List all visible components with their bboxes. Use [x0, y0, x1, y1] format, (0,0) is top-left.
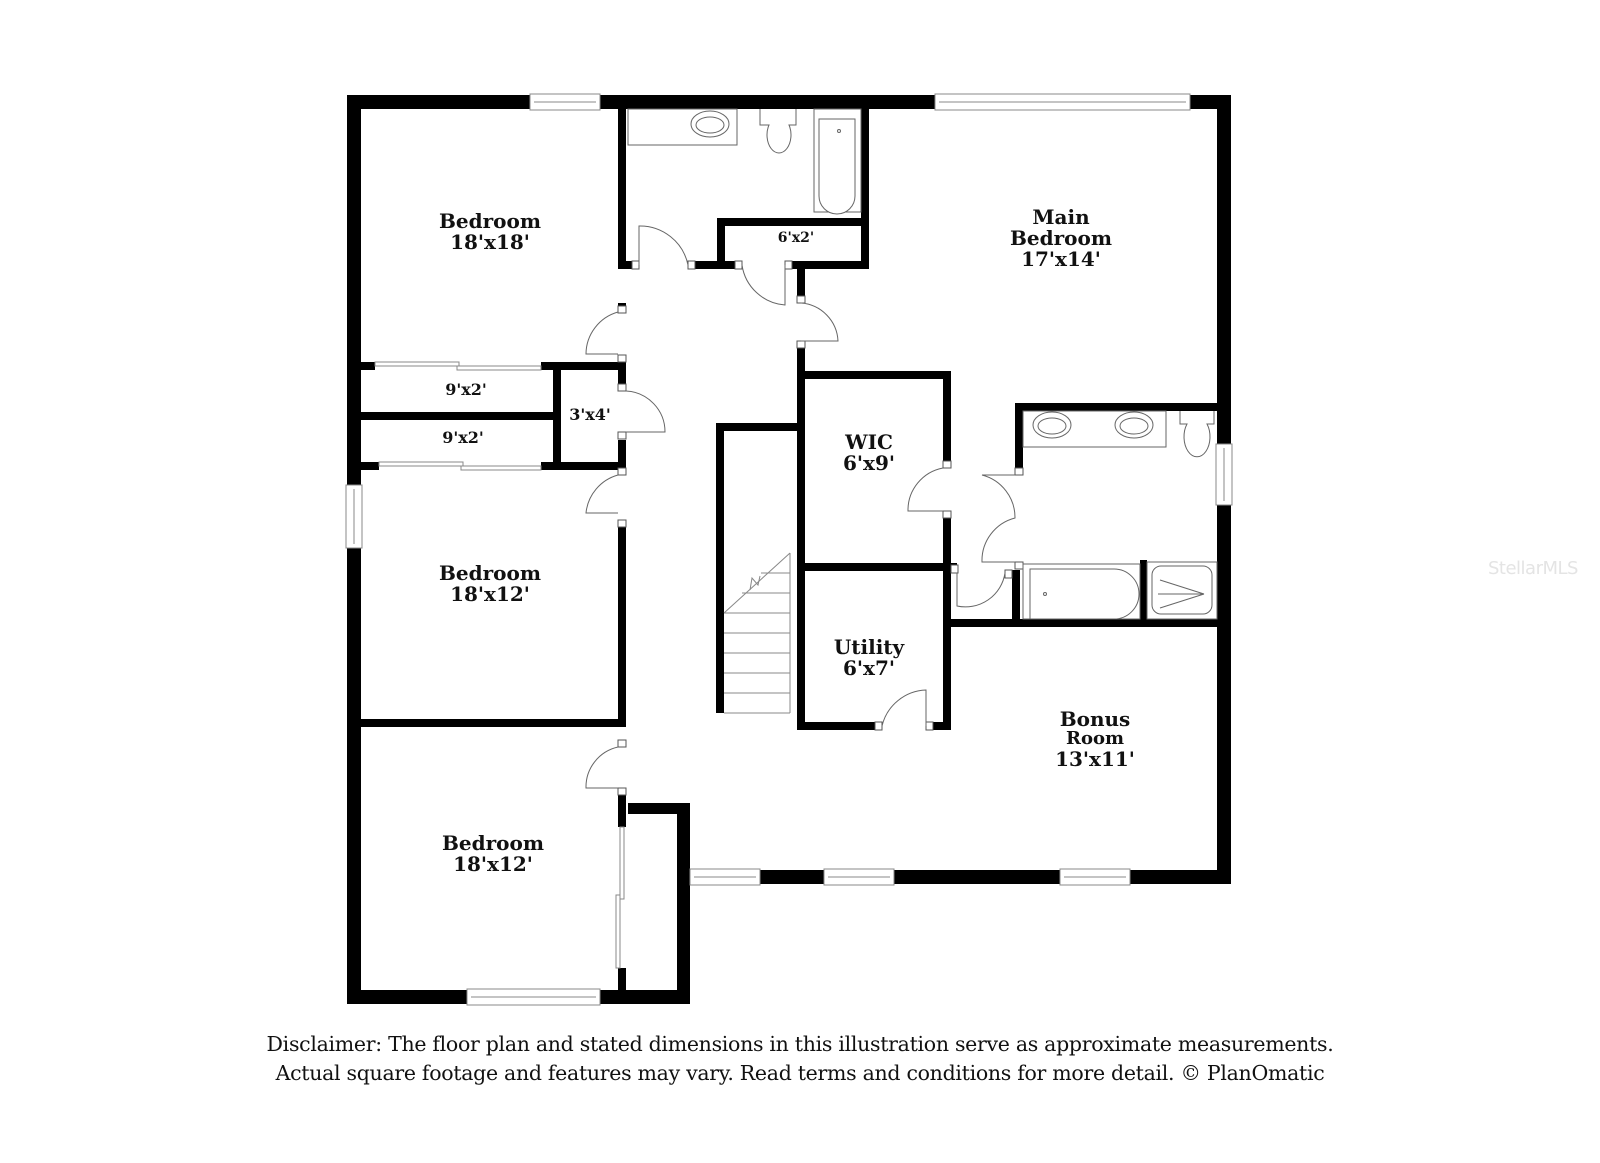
- hall-bath-fixtures: [627, 108, 862, 215]
- room-name: Bedroom: [439, 209, 541, 233]
- disclaimer-line-1: Disclaimer: The floor plan and stated di…: [266, 1032, 1334, 1056]
- room-label-wic: WIC 6'x9': [843, 432, 895, 474]
- interior-walls: [361, 109, 1231, 990]
- stairs: [723, 552, 791, 714]
- room-dimensions: 6'x7': [842, 656, 895, 680]
- door-swings: [585, 225, 1016, 789]
- room-label-main-bedroom: Main Bedroom 17'x14': [1010, 207, 1112, 270]
- room-label-closet-3: 3'x4': [569, 405, 611, 424]
- room-dimensions: 9'x2': [442, 428, 484, 447]
- room-name-line-2: Bedroom: [1010, 226, 1112, 250]
- room-dimensions: 17'x14': [1021, 247, 1101, 271]
- room-label-bonus-room: Bonus Room 13'x11': [1055, 709, 1135, 770]
- room-dimensions: 18'x18': [450, 230, 530, 254]
- windows: [345, 93, 1233, 1006]
- room-dimensions: 6'x9': [842, 451, 896, 475]
- main-bath-fixtures: [1022, 410, 1218, 620]
- disclaimer: Disclaimer: The floor plan and stated di…: [0, 1030, 1600, 1088]
- room-name: Bonus: [1059, 707, 1131, 731]
- room-dimensions: 6'x2': [777, 230, 815, 246]
- room-label-closet-2: 9'x2': [442, 428, 484, 447]
- room-label-bedroom-1: Bedroom 18'x18': [439, 211, 541, 253]
- room-name-line-2: Room: [1065, 728, 1125, 749]
- room-dimensions: 18'x12': [450, 582, 530, 606]
- sliding-doors: [374, 361, 625, 969]
- room-name: Bedroom: [439, 561, 541, 585]
- room-dimensions: 3'x4': [569, 405, 611, 424]
- room-name: WIC: [845, 430, 893, 454]
- room-name: Bedroom: [442, 831, 544, 855]
- watermark: StellarMLS: [1488, 558, 1578, 579]
- room-label-closet-1: 9'x2': [445, 380, 487, 399]
- room-dimensions: 18'x12': [453, 852, 533, 876]
- room-name: Utility: [833, 635, 905, 659]
- room-dimensions: 13'x11': [1055, 746, 1135, 771]
- room-label-bedroom-2: Bedroom 18'x12': [439, 563, 541, 605]
- room-label-bedroom-3: Bedroom 18'x12': [442, 833, 544, 875]
- room-label-utility: Utility 6'x7': [834, 637, 904, 679]
- room-dimensions: 9'x2': [445, 380, 487, 399]
- disclaimer-line-2: Actual square footage and features may v…: [275, 1061, 1325, 1085]
- room-name: Main: [1032, 205, 1090, 229]
- room-label-linen-closet: 6'x2': [778, 231, 814, 246]
